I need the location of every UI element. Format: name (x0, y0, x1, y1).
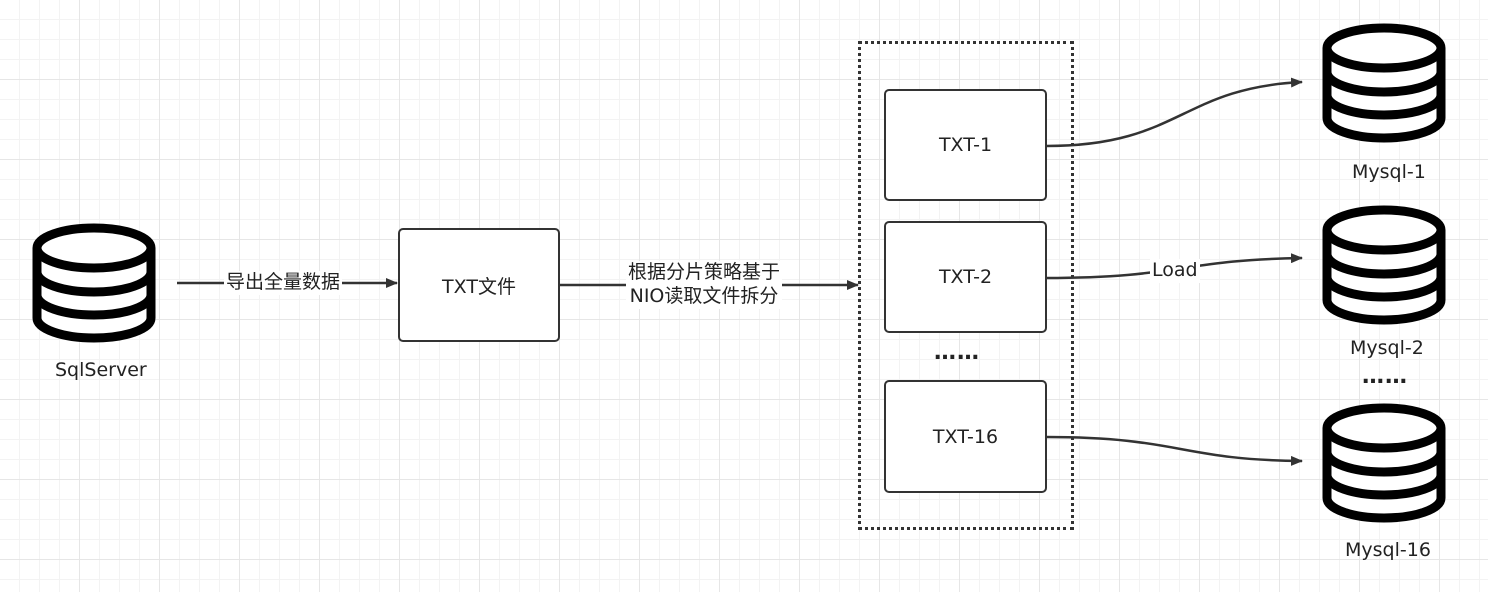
split-edge-label-line1: 根据分片策略基于 (628, 261, 781, 283)
database-icon-mysql-1 (1322, 23, 1446, 143)
chunk-label-16: TXT-16 (932, 425, 999, 448)
split-edge-label-line2: NIO读取文件拆分 (629, 284, 779, 307)
target-ellipsis: …… (1362, 364, 1408, 389)
mysql-16-label: Mysql-16 (1345, 539, 1431, 561)
edge-load-1 (1045, 77, 1303, 148)
export-edge-label: 导出全量数据 (224, 271, 343, 295)
split-edge-label: 根据分片策略基于 NIO读取文件拆分 (626, 261, 783, 309)
txt-file-label: TXT文件 (442, 275, 516, 298)
edge-load-16 (1045, 435, 1303, 466)
chunk-node-1[interactable]: TXT-1 (884, 89, 1047, 201)
chunk-node-16[interactable]: TXT-16 (884, 380, 1047, 493)
mysql-1-label: Mysql-1 (1352, 161, 1426, 183)
chunk-label-1: TXT-1 (938, 134, 993, 156)
chunk-ellipsis: …… (934, 340, 980, 365)
mysql-2-label: Mysql-2 (1350, 337, 1424, 359)
chunk-node-2[interactable]: TXT-2 (884, 221, 1047, 333)
txt-file-node[interactable]: TXT文件 (398, 228, 560, 342)
database-icon-mysql-2 (1322, 205, 1446, 325)
database-icon-mysql-16 (1322, 403, 1446, 523)
chunk-group-container (858, 41, 1074, 530)
database-icon-sqlserver (32, 223, 156, 343)
chunk-label-2: TXT-2 (938, 266, 993, 288)
sqlserver-label: SqlServer (55, 359, 147, 381)
load-edge-label: Load (1150, 259, 1200, 283)
